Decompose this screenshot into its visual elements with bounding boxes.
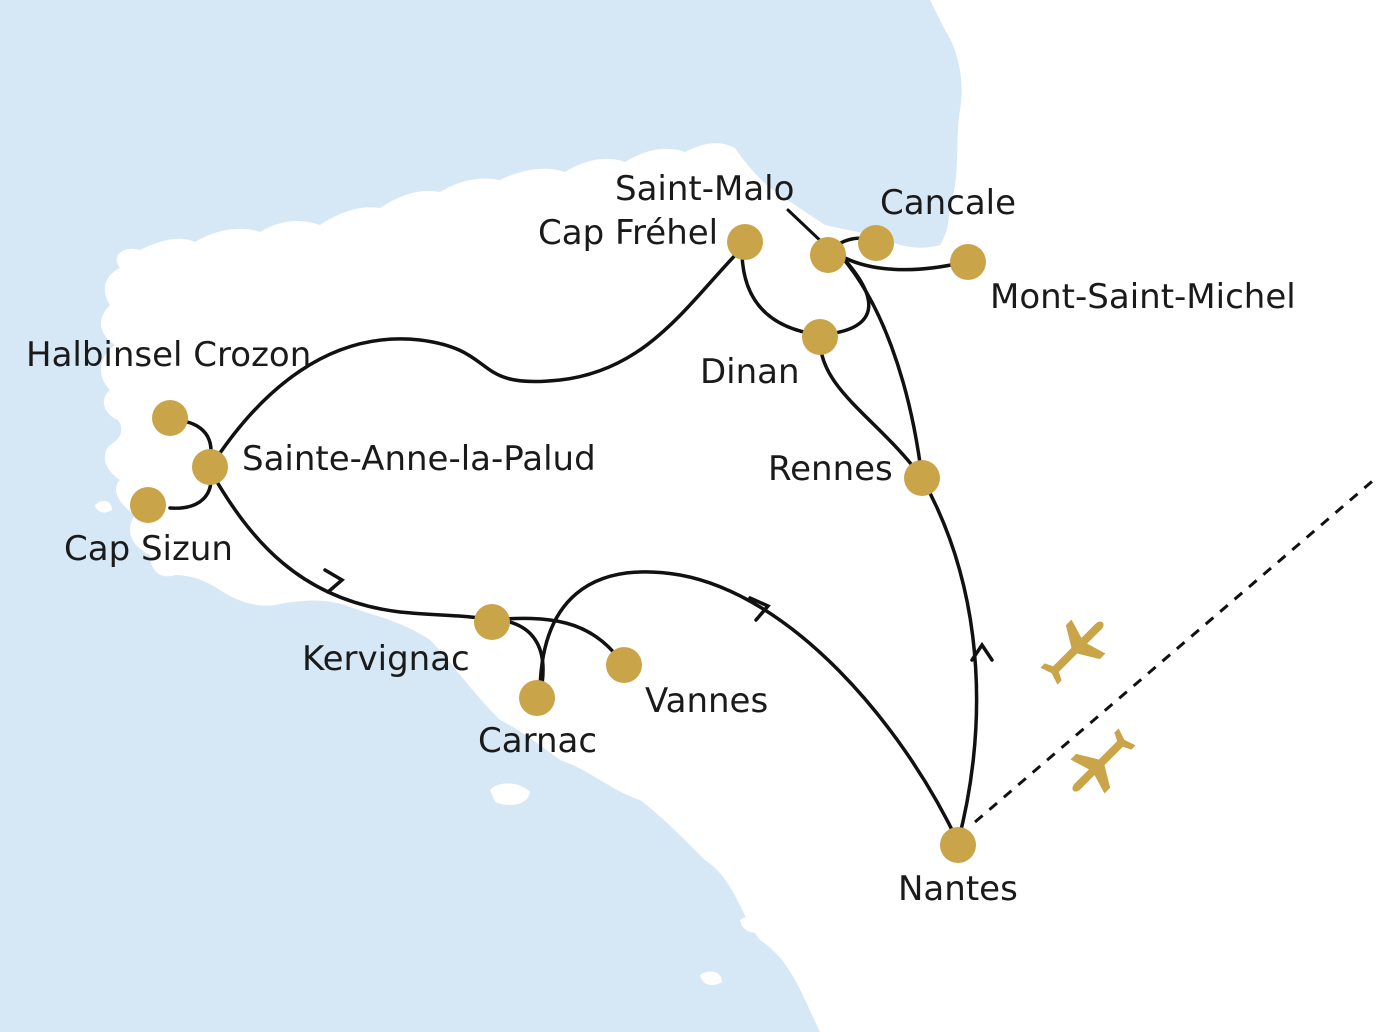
stops <box>130 224 986 863</box>
stop-marker-rennes <box>904 460 940 496</box>
label-mont-saint-michel: Mont-Saint-Michel <box>990 277 1296 317</box>
label-dinan: Dinan <box>700 352 800 392</box>
label-cap-frehel: Cap Fréhel <box>538 213 718 253</box>
label-sainte-anne: Sainte-Anne-la-Palud <box>242 439 596 479</box>
stop-marker-mont-saint-michel <box>950 244 986 280</box>
label-cap-sizun: Cap Sizun <box>64 529 233 569</box>
airplane-arrival-icon <box>1070 728 1136 794</box>
island-3 <box>700 971 722 986</box>
route-kervignac-vannes <box>488 616 622 662</box>
stop-marker-cancale <box>858 225 894 261</box>
label-saint-malo: Saint-Malo <box>615 169 794 209</box>
airplane-departure-icon <box>1040 619 1106 685</box>
label-nantes: Nantes <box>898 869 1018 909</box>
stop-marker-nantes <box>940 827 976 863</box>
labels: Saint-Malo Cap Fréhel Cancale Mont-Saint… <box>26 169 1296 909</box>
flight-path <box>974 476 1376 824</box>
route-carnac-nantes <box>538 570 960 844</box>
stop-marker-saint-malo <box>810 237 846 273</box>
stop-marker-cap-sizun <box>130 487 166 523</box>
stop-marker-cap-frehel <box>727 224 763 260</box>
routes <box>168 208 1376 844</box>
direction-arrow-3 <box>970 641 994 662</box>
land <box>95 0 1376 1032</box>
label-vannes: Vannes <box>645 681 768 721</box>
direction-arrow-1 <box>323 568 345 594</box>
route-nantes-rennes <box>920 476 979 844</box>
label-halbinsel-crozon: Halbinsel Crozon <box>26 335 311 375</box>
island-4 <box>95 500 112 513</box>
label-carnac: Carnac <box>478 721 597 761</box>
stop-marker-sainte-anne <box>192 449 228 485</box>
route-rennes-dinan <box>818 338 924 480</box>
label-rennes: Rennes <box>768 449 893 489</box>
stop-marker-kervignac <box>474 604 510 640</box>
route-sainte-anne-cap-frehel <box>208 243 747 470</box>
label-kervignac: Kervignac <box>302 639 470 679</box>
stop-marker-halbinsel-crozon <box>152 400 188 436</box>
stop-marker-dinan <box>802 319 838 355</box>
direction-arrow-2 <box>748 596 771 622</box>
stop-marker-vannes <box>606 647 642 683</box>
island-1 <box>490 783 530 805</box>
label-cancale: Cancale <box>880 183 1016 223</box>
island-2 <box>740 916 766 933</box>
stop-marker-carnac <box>519 680 555 716</box>
route-saint-malo-mont-saint-michel <box>843 256 967 272</box>
route-sainte-anne-kervignac <box>208 468 492 622</box>
route-dinan-saint-malo <box>818 258 871 337</box>
